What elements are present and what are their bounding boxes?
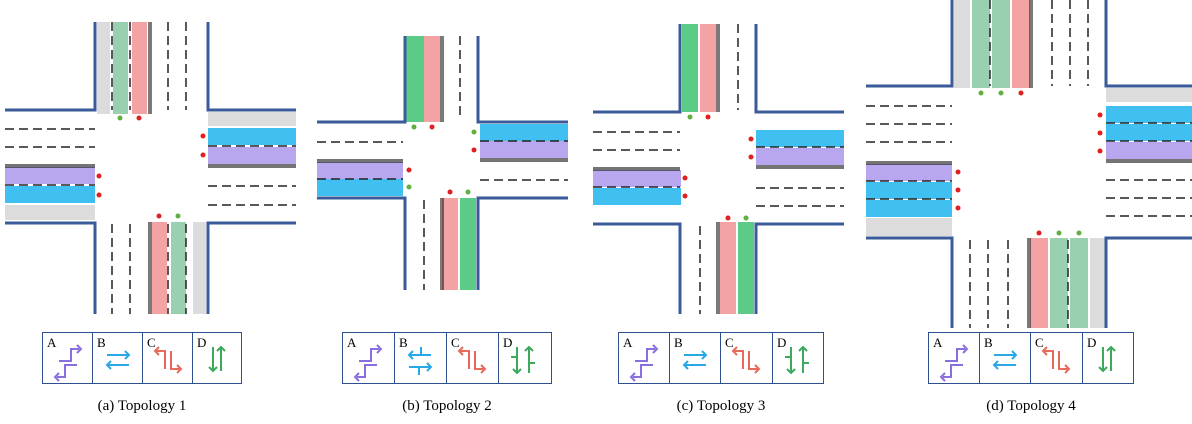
phase-a-cell: A xyxy=(343,333,395,383)
intersection-diagram-1 xyxy=(5,22,296,314)
left-turn-arrows-icon xyxy=(731,346,761,374)
phase-c-cell: C xyxy=(447,333,499,383)
through-arrows-icon xyxy=(682,350,708,370)
phase-d-cell: D xyxy=(499,333,553,383)
phase-c-label: C xyxy=(1035,335,1044,350)
phase-c-cell: C xyxy=(143,333,193,383)
phase-c-cell: C xyxy=(1031,333,1083,383)
caption-1: (a) Topology 1 xyxy=(97,398,187,414)
phase-a-label: A xyxy=(347,335,357,350)
phase-a-cell: A xyxy=(619,333,670,383)
phase-c-label: C xyxy=(451,335,460,350)
left-turn-arrows-icon xyxy=(629,344,659,382)
left-turn-arrows-icon xyxy=(153,346,183,374)
phase-a-cell: A xyxy=(43,333,93,383)
phase-a-label: A xyxy=(623,335,633,350)
caption-3: (c) Topology 3 xyxy=(676,398,766,414)
phase-a-cell: A xyxy=(929,333,980,383)
caption-2: (b) Topology 2 xyxy=(402,398,492,414)
through-arrows-icon xyxy=(105,350,131,370)
phase-c-cell: C xyxy=(721,333,773,383)
phase-d-cell: D xyxy=(1083,333,1135,383)
topology-panel-3: A B C D xyxy=(590,0,860,424)
phase-d-cell: D xyxy=(193,333,243,383)
left-turn-arrows-icon xyxy=(457,346,487,374)
intersection-diagram-2 xyxy=(317,36,568,290)
phase-legend-2: A B C D xyxy=(342,332,552,384)
phase-b-cell: B xyxy=(395,333,447,383)
phase-b-label: B xyxy=(399,335,408,350)
phase-a-label: A xyxy=(933,335,943,350)
phase-b-label: B xyxy=(97,335,106,350)
phase-d-label: D xyxy=(503,335,513,350)
phase-legend-3: A B C D xyxy=(618,332,824,384)
phase-c-label: C xyxy=(725,335,734,350)
phase-d-label: D xyxy=(1087,335,1097,350)
intersection-diagram-4 xyxy=(866,0,1192,328)
phase-d-cell: D xyxy=(773,333,825,383)
topology-panel-2: A B C D xyxy=(312,0,582,424)
phase-legend-4: A B C D xyxy=(928,332,1134,384)
phase-b-label: B xyxy=(674,335,683,350)
left-turn-arrows-icon xyxy=(1041,346,1071,374)
phase-d-label: D xyxy=(197,335,207,350)
through-left-arrows-icon xyxy=(785,345,809,375)
through-arrows-icon xyxy=(208,345,226,373)
through-left-arrows-icon xyxy=(511,345,535,375)
phase-d-label: D xyxy=(777,335,787,350)
through-arrows-icon xyxy=(1098,345,1116,373)
left-turn-arrows-icon xyxy=(939,344,969,382)
topology-panel-4: A B C D (d) To xyxy=(864,0,1192,424)
topology-panel-1: A B C D (a) To xyxy=(0,0,300,424)
phase-c-label: C xyxy=(147,335,156,350)
phase-legend-1: A B C D xyxy=(42,332,242,384)
phase-b-cell: B xyxy=(93,333,143,383)
left-turn-arrows-icon xyxy=(53,344,83,382)
intersection-diagram-3 xyxy=(593,24,844,314)
phase-b-label: B xyxy=(984,335,993,350)
through-arrows-icon xyxy=(992,350,1018,370)
left-turn-arrows-icon xyxy=(353,344,383,382)
through-left-arrows-icon xyxy=(407,347,433,375)
caption-4: (d) Topology 4 xyxy=(986,398,1076,414)
phase-a-label: A xyxy=(47,335,57,350)
phase-b-cell: B xyxy=(980,333,1031,383)
phase-b-cell: B xyxy=(670,333,721,383)
